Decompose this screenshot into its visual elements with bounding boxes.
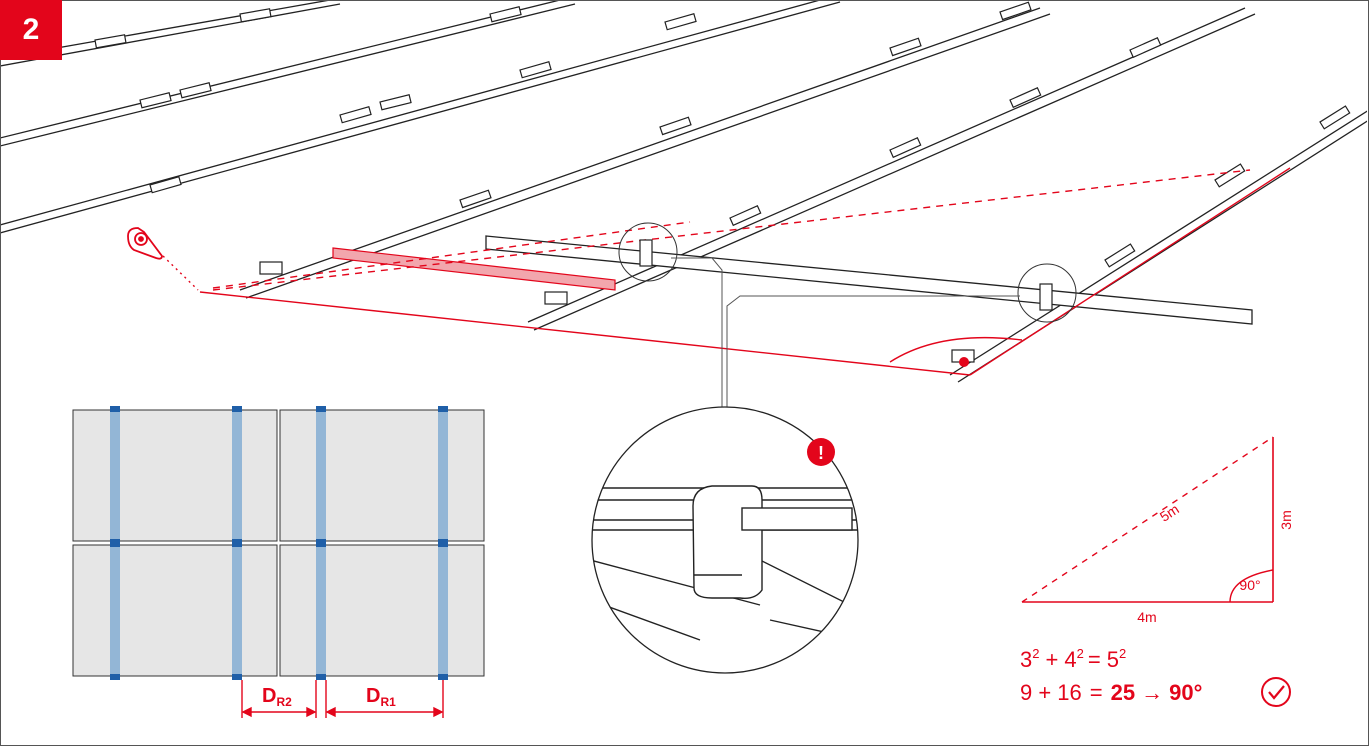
rail-row: [239, 7, 1051, 299]
cross-clamps: [639, 239, 1053, 311]
rail-clamp-marks: [110, 406, 448, 680]
leader-line: [726, 295, 1020, 412]
solar-panel: [279, 544, 485, 677]
svg-text:!: !: [818, 443, 824, 463]
checkmark-icon: [1261, 677, 1291, 707]
solar-panel: [279, 409, 485, 542]
pythagoras-formula: 32+42=52 9 + 16=25→90°: [1020, 646, 1291, 707]
rail-clamps: [94, 1, 1351, 363]
formula-line-1: 32+42=52: [1020, 646, 1126, 672]
dimension-label-dr2: DR2: [262, 685, 292, 709]
laser-level-icon: [127, 227, 163, 260]
roof-rails: [1, 1, 1367, 383]
dimension-label-dr1: DR1: [366, 685, 396, 709]
rail-row: [527, 7, 1256, 331]
laser-target-dot: [959, 357, 969, 367]
formula-line-2: 9 + 16=25→90°: [1020, 680, 1202, 705]
solar-panel: [72, 544, 278, 677]
detail-marker-right: [1017, 263, 1077, 323]
detail-callout: !: [591, 406, 859, 674]
panel-layout: DR2 DR1: [72, 406, 485, 718]
warning-icon: !: [807, 438, 835, 466]
vertical-label: 3m: [1278, 510, 1294, 529]
right-triangle: 90° 4m 3m 5m: [1021, 436, 1294, 625]
highlighted-rail: [332, 247, 616, 291]
step-number-badge: 2: [0, 0, 62, 60]
angle-label: 90°: [1239, 577, 1260, 593]
hypotenuse-label: 5m: [1157, 501, 1182, 525]
detail-marker-left: [618, 222, 678, 282]
solar-panel: [72, 409, 278, 542]
rail-row: [1, 1, 576, 147]
laser-lines: [162, 167, 1291, 376]
base-label: 4m: [1137, 609, 1156, 625]
leader-line: [671, 257, 723, 412]
rail-row: [949, 110, 1367, 383]
rail-row: [1, 1, 841, 234]
dimension-lines: [241, 680, 444, 718]
